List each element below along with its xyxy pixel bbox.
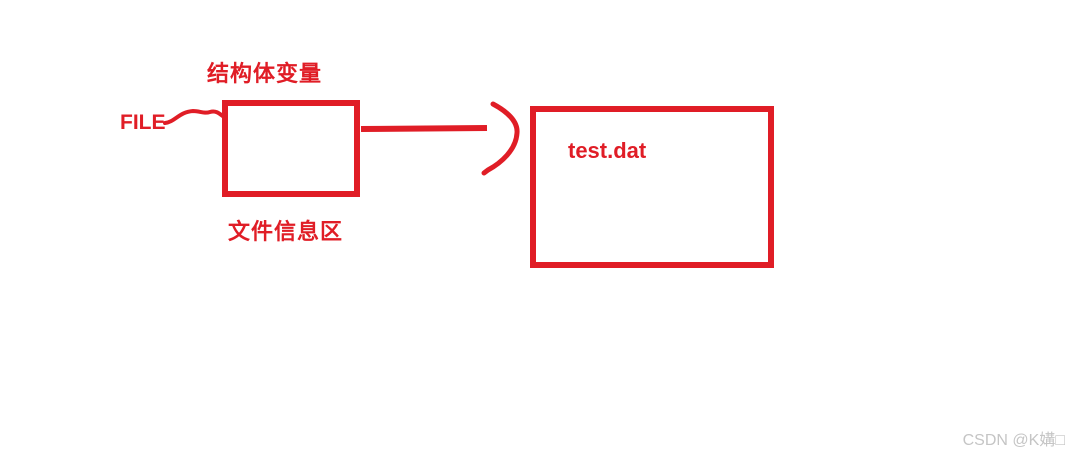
file-pointer-label: FILE bbox=[120, 111, 166, 134]
arrow-head-icon bbox=[481, 101, 520, 176]
watermark-text: CSDN @K媾□ bbox=[962, 432, 1065, 449]
arrow-shaft-line bbox=[360, 125, 488, 132]
file-squiggle-line bbox=[163, 108, 226, 125]
file-info-box bbox=[222, 100, 360, 197]
disk-file-box: test.dat bbox=[530, 106, 774, 268]
struct-variable-label: 结构体变量 bbox=[207, 61, 323, 86]
file-info-area-label: 文件信息区 bbox=[228, 219, 344, 244]
file-name-label: test.dat bbox=[568, 138, 647, 163]
